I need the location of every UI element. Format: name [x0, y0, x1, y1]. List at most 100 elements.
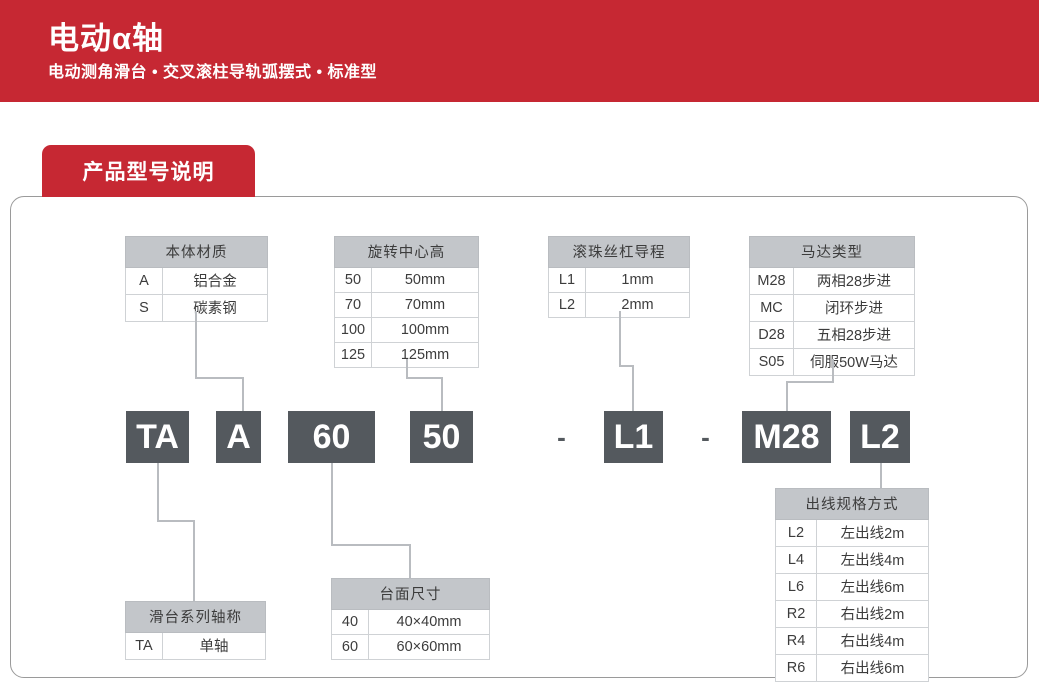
- connector-cable-spec-v: [880, 463, 882, 488]
- row-code: A: [125, 267, 163, 295]
- table-center-height: 旋转中心高 50 50mm 70 70mm 100 100mm 125 125m…: [334, 236, 479, 368]
- row-desc: 五相28步进: [793, 321, 915, 349]
- connector-body-material-v2: [242, 377, 244, 411]
- table-row: R6 右出线6m: [775, 654, 929, 682]
- code-box-table-size: 60: [288, 411, 375, 463]
- row-desc: 右出线4m: [816, 627, 929, 655]
- code-separator-1: -: [548, 411, 575, 463]
- connector-screw-lead-h: [619, 365, 634, 367]
- row-code: D28: [749, 321, 794, 349]
- table-row: M28 两相28步进: [749, 267, 915, 295]
- row-code: 50: [334, 267, 372, 293]
- table-row: L1 1mm: [548, 267, 690, 293]
- table-row: D28 五相28步进: [749, 321, 915, 349]
- table-cable-spec: 出线规格方式 L2 左出线2m L4 左出线4m L6 左出线6m R2 右出线…: [775, 488, 929, 682]
- table-row: 100 100mm: [334, 317, 479, 343]
- row-code: 40: [331, 609, 369, 635]
- row-desc: 右出线2m: [816, 600, 929, 628]
- table-series-name: 滑台系列轴称 TA 单轴: [125, 601, 266, 660]
- row-desc: 两相28步进: [793, 267, 915, 295]
- row-code: S05: [749, 348, 794, 376]
- code-separator-2: -: [692, 411, 719, 463]
- table-header: 滑台系列轴称: [125, 601, 266, 633]
- code-box-value: L2: [860, 417, 900, 456]
- row-desc: 铝合金: [162, 267, 268, 295]
- code-box-motor-type: M28: [742, 411, 831, 463]
- table-screw-lead: 滚珠丝杠导程 L1 1mm L2 2mm: [548, 236, 690, 318]
- row-code: L2: [548, 292, 586, 318]
- row-code: R4: [775, 627, 817, 655]
- connector-center-height-h: [406, 377, 443, 379]
- connector-screw-lead-v2: [632, 365, 634, 411]
- table-row: L6 左出线6m: [775, 573, 929, 601]
- code-box-body-material: A: [216, 411, 261, 463]
- table-header: 旋转中心高: [334, 236, 479, 268]
- page-subtitle: 电动测角滑台 • 交叉滚柱导轨弧摆式 • 标准型: [48, 64, 377, 81]
- code-box-series: TA: [126, 411, 189, 463]
- row-desc: 左出线4m: [816, 546, 929, 574]
- connector-motor-type-h: [786, 381, 834, 383]
- table-table-size: 台面尺寸 40 40×40mm 60 60×60mm: [331, 578, 490, 660]
- table-header: 台面尺寸: [331, 578, 490, 610]
- row-desc: 70mm: [371, 292, 479, 318]
- table-header: 马达类型: [749, 236, 915, 268]
- row-code: 60: [331, 634, 369, 660]
- table-motor-type: 马达类型 M28 两相28步进 MC 闭环步进 D28 五相28步进 S05 伺…: [749, 236, 915, 376]
- row-code: 70: [334, 292, 372, 318]
- connector-table-size-h: [331, 544, 411, 546]
- row-code: L1: [548, 267, 586, 293]
- table-row: TA 单轴: [125, 632, 266, 660]
- table-header: 滚珠丝杠导程: [548, 236, 690, 268]
- row-desc: 右出线6m: [816, 654, 929, 682]
- row-code: L2: [775, 519, 817, 547]
- table-row: 70 70mm: [334, 292, 479, 318]
- row-desc: 单轴: [162, 632, 266, 660]
- row-desc: 125mm: [371, 342, 479, 368]
- code-box-cable-spec: L2: [850, 411, 910, 463]
- code-separator-value: -: [557, 421, 566, 452]
- row-code: S: [125, 294, 163, 322]
- connector-motor-type-v1: [832, 359, 834, 383]
- connector-table-size-v1: [331, 463, 333, 546]
- row-desc: 左出线2m: [816, 519, 929, 547]
- row-code: L6: [775, 573, 817, 601]
- connector-screw-lead-v1: [619, 311, 621, 367]
- row-desc: 伺服50W马达: [793, 348, 915, 376]
- connector-table-size-v2: [409, 544, 411, 578]
- row-desc: 40×40mm: [368, 609, 490, 635]
- code-box-value: L1: [613, 417, 654, 456]
- connector-series-name-h: [157, 520, 195, 522]
- row-code: L4: [775, 546, 817, 574]
- page-title: 电动α轴: [48, 21, 165, 56]
- code-box-value: A: [226, 417, 251, 456]
- code-separator-value: -: [701, 421, 710, 452]
- connector-body-material-v1: [195, 311, 197, 379]
- table-row: MC 闭环步进: [749, 294, 915, 322]
- connector-center-height-v1: [406, 359, 408, 379]
- connector-body-material-h: [195, 377, 244, 379]
- code-box-value: 50: [422, 417, 461, 456]
- table-row: 60 60×60mm: [331, 634, 490, 660]
- code-box-value: TA: [136, 417, 179, 456]
- table-row: R4 右出线4m: [775, 627, 929, 655]
- row-code: M28: [749, 267, 794, 295]
- table-row: L2 左出线2m: [775, 519, 929, 547]
- table-row: R2 右出线2m: [775, 600, 929, 628]
- table-row: A 铝合金: [125, 267, 268, 295]
- row-desc: 100mm: [371, 317, 479, 343]
- table-row: L2 2mm: [548, 292, 690, 318]
- table-row: L4 左出线4m: [775, 546, 929, 574]
- code-box-value: 60: [312, 417, 351, 456]
- code-box-screw-lead: L1: [604, 411, 663, 463]
- row-desc: 闭环步进: [793, 294, 915, 322]
- row-code: R2: [775, 600, 817, 628]
- row-code: MC: [749, 294, 794, 322]
- table-body-material: 本体材质 A 铝合金 S 碳素钢: [125, 236, 268, 322]
- section-tab-product-model: 产品型号说明: [42, 145, 255, 197]
- table-row: 50 50mm: [334, 267, 479, 293]
- row-desc: 50mm: [371, 267, 479, 293]
- connector-motor-type-v2: [786, 381, 788, 411]
- connector-center-height-v2: [441, 377, 443, 411]
- row-code: R6: [775, 654, 817, 682]
- code-box-center-height: 50: [410, 411, 473, 463]
